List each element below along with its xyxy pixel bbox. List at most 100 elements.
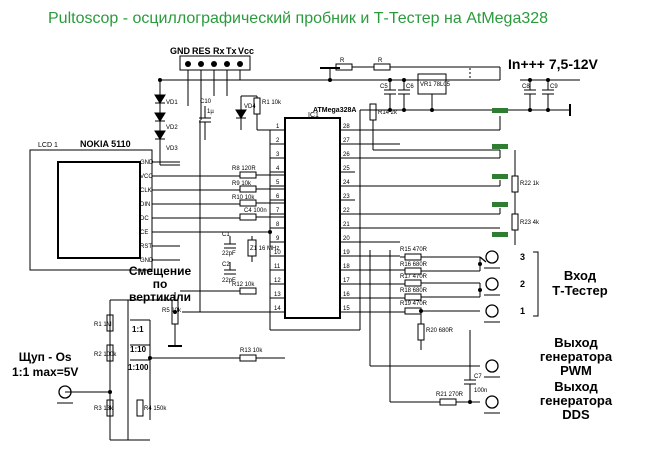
r15-label: R15 470R xyxy=(400,247,428,253)
junction-dots xyxy=(108,61,550,404)
svg-text:9: 9 xyxy=(276,236,280,242)
c1-label: C1 xyxy=(222,232,230,238)
r-100k-label: R2 100k xyxy=(94,352,117,358)
svg-text:22: 22 xyxy=(343,208,350,214)
svg-text:RST: RST xyxy=(140,244,152,250)
dds-output-label: Выход генератора DDS xyxy=(539,379,613,422)
svg-text:4: 4 xyxy=(276,166,280,172)
mcu-right-pin-numbers: 28 27 26 25 24 23 22 21 20 19 18 17 16 1… xyxy=(343,124,350,312)
switch-caps xyxy=(492,108,508,237)
ttest-bracket xyxy=(533,251,539,317)
svg-text:2: 2 xyxy=(276,138,280,144)
svg-text:GND: GND xyxy=(170,46,191,56)
r19-label: R19 470R xyxy=(400,301,428,307)
vr1-label: VR1 78L05 xyxy=(420,82,451,88)
r16-label: R16 680R xyxy=(400,262,428,268)
svg-text:15: 15 xyxy=(343,306,350,312)
svg-text:VCC: VCC xyxy=(140,174,153,180)
r-top2-label: R xyxy=(378,58,383,64)
mcu-ref: IC1 xyxy=(308,112,319,119)
header-pin-labels: GND RES Rx Tx Vcc xyxy=(170,46,254,56)
r5-label: R5 10k xyxy=(162,308,182,314)
svg-text:12: 12 xyxy=(274,278,281,284)
ttest-label: Вход Т-Тестер xyxy=(552,268,608,298)
r8-label: R8 120R xyxy=(232,166,256,172)
c10-label: C10 xyxy=(200,99,212,105)
lcd-module xyxy=(29,149,153,271)
probe-label: Щуп - Os 1:1 max=5V xyxy=(12,350,79,379)
svg-text:27: 27 xyxy=(343,138,350,144)
r1-label: R1 10k xyxy=(262,100,282,106)
svg-text:6: 6 xyxy=(276,194,280,200)
svg-text:Vcc: Vcc xyxy=(238,46,254,56)
pwm-output-label: Выход генератора PWM xyxy=(539,335,613,378)
c4-label: C4 100n xyxy=(244,208,267,214)
ttest-pin-1: 1 xyxy=(520,306,525,316)
svg-text:RES: RES xyxy=(192,46,211,56)
c5-label: C5 xyxy=(380,84,388,90)
svg-text:13: 13 xyxy=(274,292,281,298)
svg-text:8: 8 xyxy=(276,222,280,228)
r-150k-label: R4 150k xyxy=(144,406,167,412)
vd1-label: VD1 xyxy=(166,100,178,106)
svg-text:CE: CE xyxy=(140,230,148,236)
c7-value: 100n xyxy=(474,388,487,394)
svg-text:Tx: Tx xyxy=(226,46,237,56)
lcd-model: NOKIA 5110 xyxy=(80,139,131,149)
svg-text:24: 24 xyxy=(343,180,350,186)
svg-text:3: 3 xyxy=(276,152,280,158)
r20-label: R20 680R xyxy=(426,328,454,334)
diode-chain xyxy=(154,94,166,140)
offset-label: Смещение по вертикали xyxy=(128,264,192,304)
svg-text:18: 18 xyxy=(343,264,350,270)
ratio-1-1: 1:1 xyxy=(132,325,144,334)
z1-label: Z1 16 MHz xyxy=(250,246,279,252)
page-title: Pultoscop - осциллографический пробник и… xyxy=(48,10,549,27)
power-input-label: In+++ 7,5-12V xyxy=(508,56,598,72)
c10-value: 1µ xyxy=(207,109,214,115)
vd4-label: VD4 xyxy=(244,104,256,110)
ratio-1-100: 1:100 xyxy=(128,363,149,372)
r13-label: R13 10k xyxy=(240,348,263,354)
mcu-right-stubs xyxy=(340,129,355,313)
ttest-pin-3: 3 xyxy=(520,252,525,262)
svg-text:25: 25 xyxy=(343,166,350,172)
r-1m-label: R1 1M xyxy=(94,322,112,328)
c9-label: C9 xyxy=(550,84,558,90)
c1-value: 22pF xyxy=(222,251,236,257)
svg-text:DIN: DIN xyxy=(140,202,150,208)
svg-text:5: 5 xyxy=(276,180,280,186)
svg-text:DC: DC xyxy=(140,216,149,222)
r-13k-label: R3 13k xyxy=(94,406,114,412)
svg-text:28: 28 xyxy=(343,124,350,130)
c2-value: 22pF xyxy=(222,278,236,284)
svg-text:21: 21 xyxy=(343,222,350,228)
r12-label: R12 10k xyxy=(232,282,255,288)
vd3-label: VD3 xyxy=(166,146,178,152)
r9-label: R9 10k xyxy=(232,181,252,187)
svg-text:23: 23 xyxy=(343,194,350,200)
r10-label: R10 10k xyxy=(232,195,255,201)
svg-text:7: 7 xyxy=(276,208,280,214)
c6-label: C6 xyxy=(406,84,414,90)
svg-text:Rx: Rx xyxy=(213,46,225,56)
bnc-connectors xyxy=(58,250,499,409)
lcd-pin-labels: GND VCC CLK DIN DC CE RST GND xyxy=(140,160,154,264)
svg-text:CLK: CLK xyxy=(140,188,152,194)
r17-label: R17 470R xyxy=(400,274,428,280)
mcu-chip xyxy=(284,117,341,319)
lcd-ref: LCD 1 xyxy=(38,142,58,149)
r18-label: R18 680R xyxy=(400,288,428,294)
ttest-pin-2: 2 xyxy=(520,279,525,289)
svg-text:GND: GND xyxy=(140,258,154,264)
r23-label: R23 4k xyxy=(520,220,540,226)
vd2-label: VD2 xyxy=(166,125,178,131)
svg-text:19: 19 xyxy=(343,250,350,256)
mcu-left-pin-numbers: 1 2 3 4 5 6 7 8 9 10 11 12 13 14 xyxy=(274,124,281,312)
svg-text:GND: GND xyxy=(140,160,154,166)
header-connector xyxy=(179,55,251,71)
c7-label: C7 xyxy=(474,374,482,380)
svg-text:1: 1 xyxy=(276,124,280,130)
r22-label: R22 1k xyxy=(520,181,540,187)
